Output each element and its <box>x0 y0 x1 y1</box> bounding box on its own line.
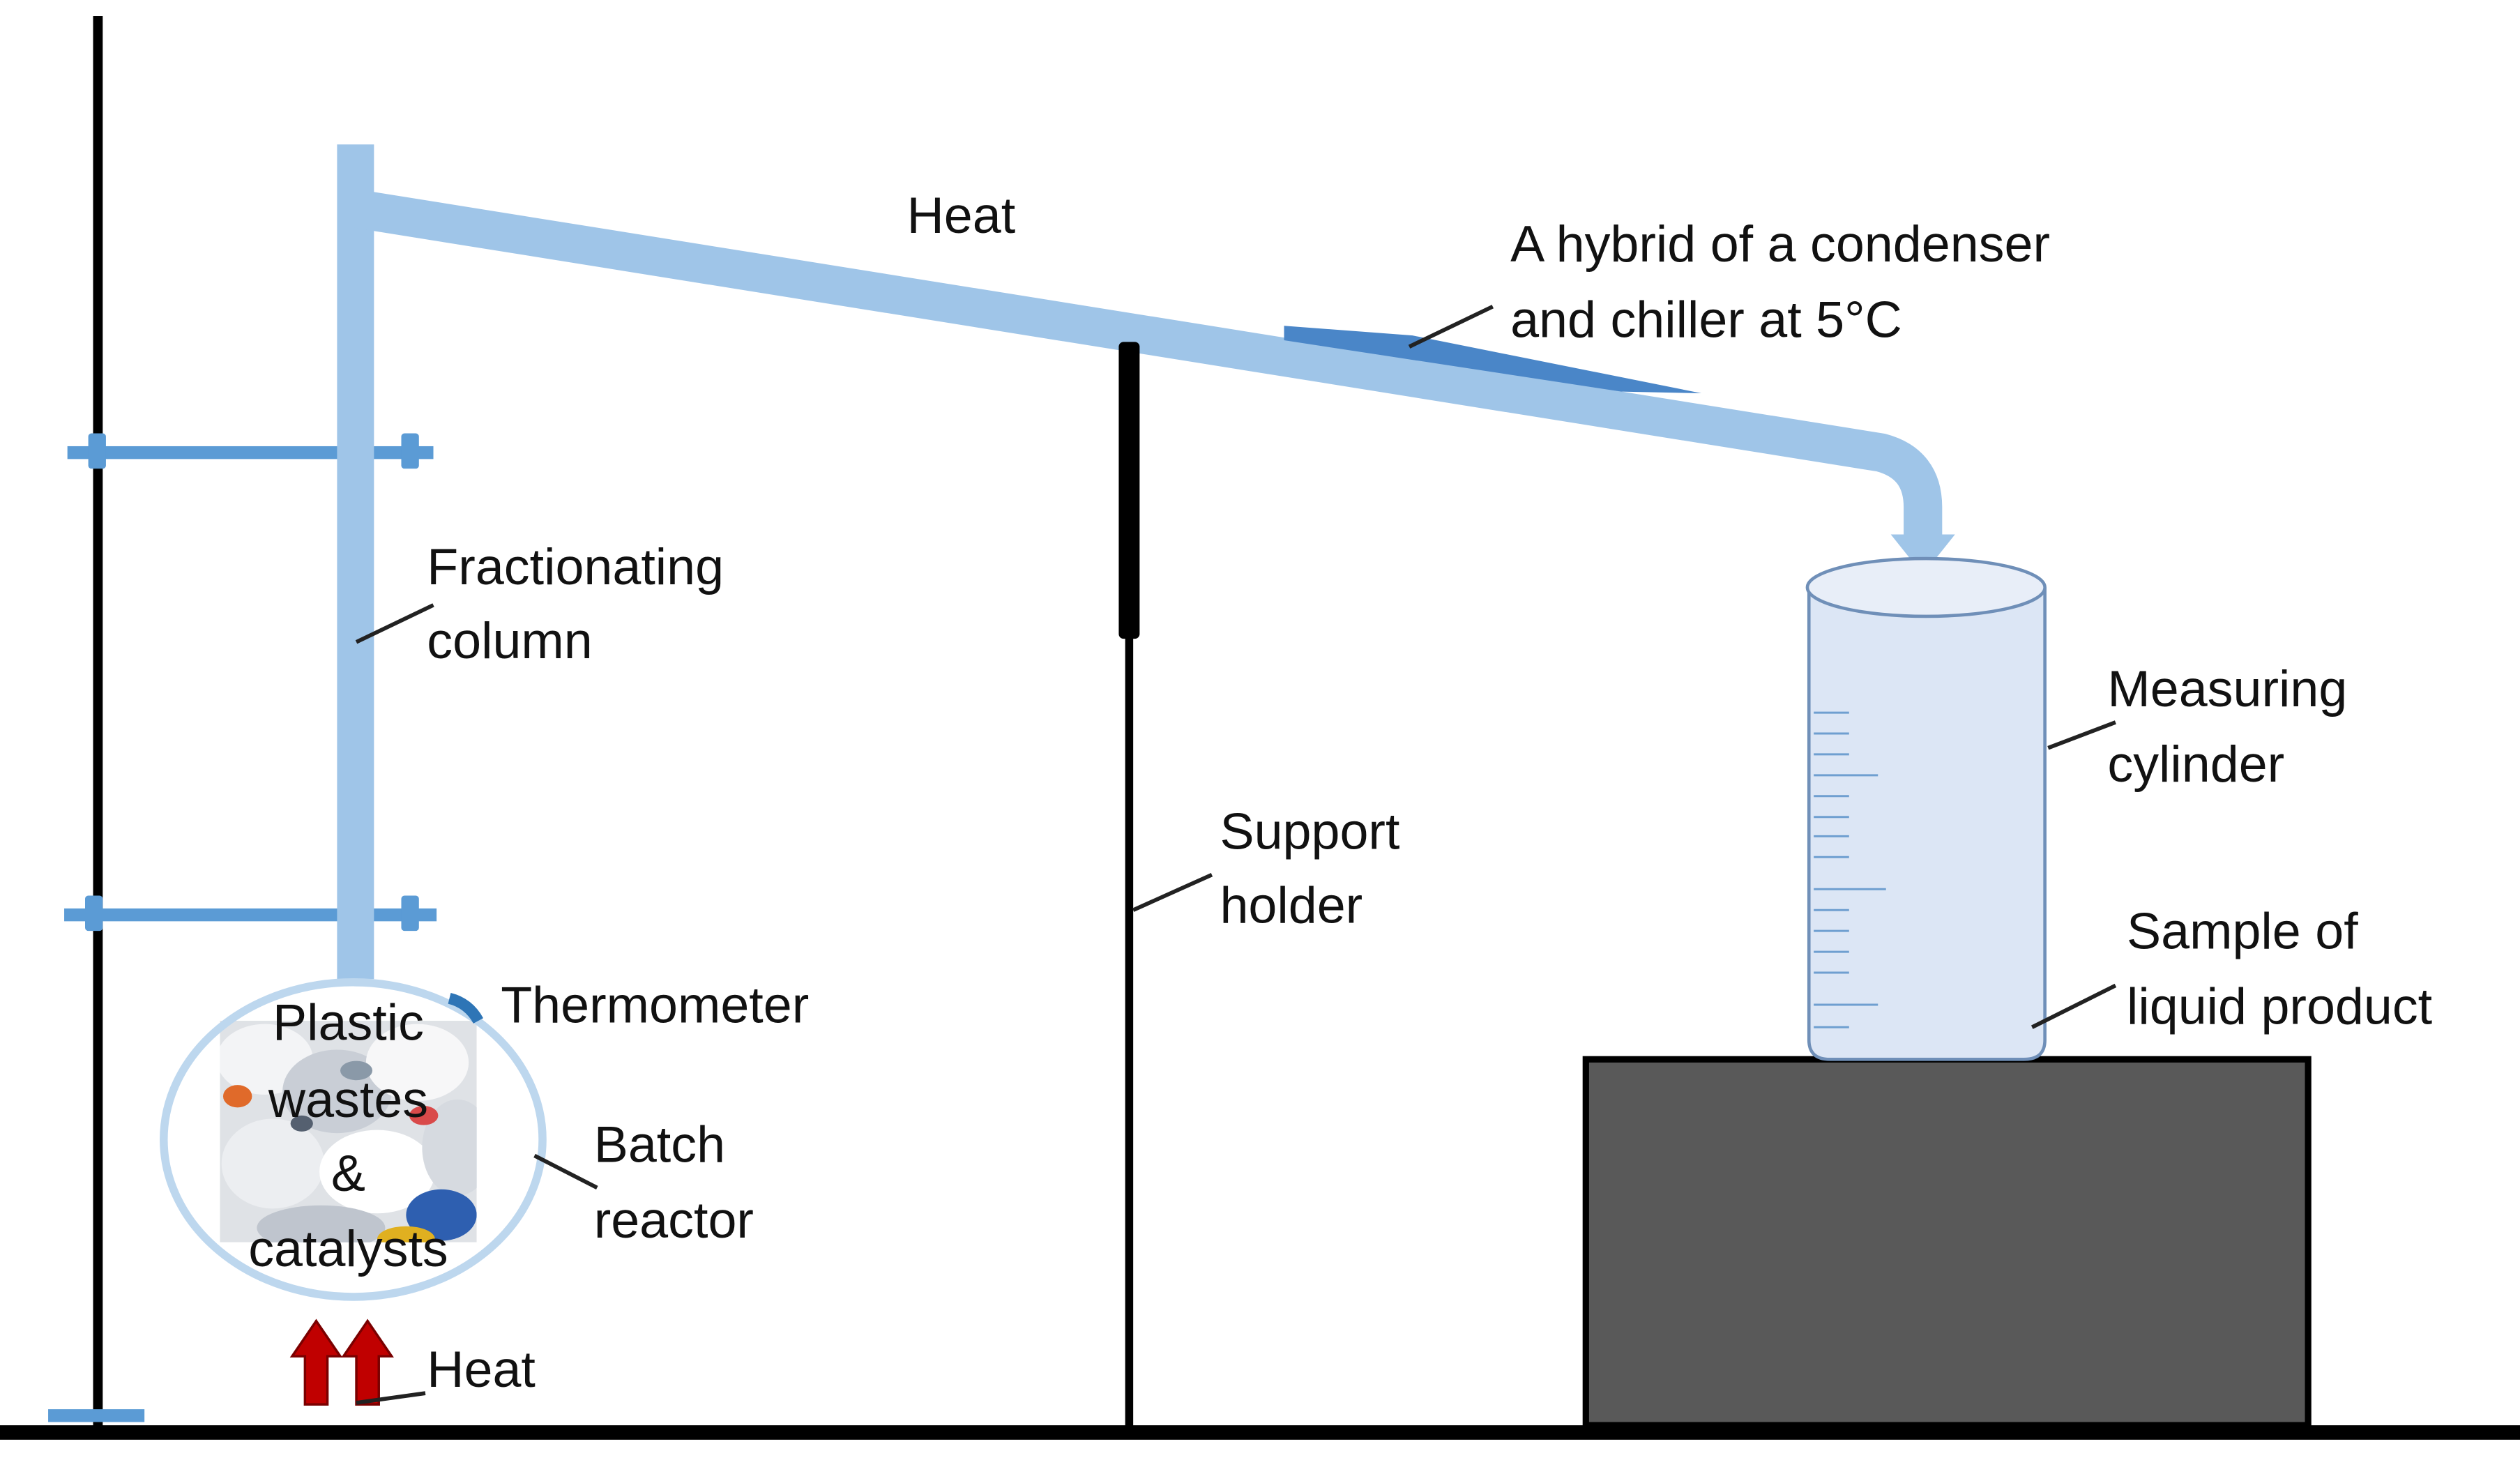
support-block <box>1582 1056 2312 1429</box>
reactor-label-line2: reactor <box>594 1191 754 1249</box>
cylinder-graduations <box>1814 711 1886 1028</box>
thermometer-probe <box>448 993 484 1024</box>
heat-label-bottom: Heat <box>427 1340 536 1398</box>
sample-label-line1: Sample of <box>2127 902 2358 959</box>
support-label-line2: holder <box>1220 876 1363 934</box>
reactor-label-line1: Batch <box>594 1116 725 1173</box>
reactor-leader <box>533 1153 598 1190</box>
support-leader <box>1132 872 1213 912</box>
contents-label-line1: Plastic <box>273 994 424 1051</box>
cylinder-leader <box>2047 720 2116 750</box>
fractionating-column <box>337 144 374 980</box>
support-label-line1: Support <box>1220 803 1399 860</box>
upper-clamp <box>67 433 434 469</box>
measuring-cylinder <box>1805 556 2047 1061</box>
cylinder-label-line1: Measuring <box>2107 660 2347 717</box>
contents-label-line4: catalysts <box>248 1219 448 1277</box>
batch-reactor-flask <box>160 978 547 1301</box>
condenser-tube <box>353 189 1943 538</box>
heat-arrows-icon <box>289 1318 394 1406</box>
heat-label-top: Heat <box>907 186 1016 244</box>
support-holder-grip <box>1118 342 1140 639</box>
thermometer-label: Thermometer <box>501 975 809 1033</box>
contents-label-line2: wastes <box>268 1070 428 1128</box>
heat-leader <box>356 1391 426 1405</box>
condenser-label-line1: A hybrid of a condenser <box>1510 215 2050 273</box>
sample-label-line2: liquid product <box>2127 978 2432 1035</box>
condenser-leader <box>1408 305 1494 349</box>
column-leader <box>355 603 434 644</box>
flow-arrow-head <box>1890 534 1955 575</box>
retort-stand-rod <box>93 16 103 1429</box>
plastic-waste-image <box>220 1021 477 1242</box>
sample-leader <box>2031 983 2117 1029</box>
bench-surface <box>0 1425 2520 1440</box>
condenser-jacket <box>1284 326 1702 393</box>
retort-stand-base <box>48 1409 145 1422</box>
condenser-label-line2: and chiller at 5°C <box>1510 290 1902 348</box>
column-label-line1: Fractionating <box>427 538 724 595</box>
cylinder-label-line2: cylinder <box>2107 735 2284 793</box>
column-label-line2: column <box>427 611 592 669</box>
lower-clamp <box>64 895 437 932</box>
support-holder-rod <box>1125 343 1134 1429</box>
contents-label-line3: & <box>331 1144 365 1202</box>
